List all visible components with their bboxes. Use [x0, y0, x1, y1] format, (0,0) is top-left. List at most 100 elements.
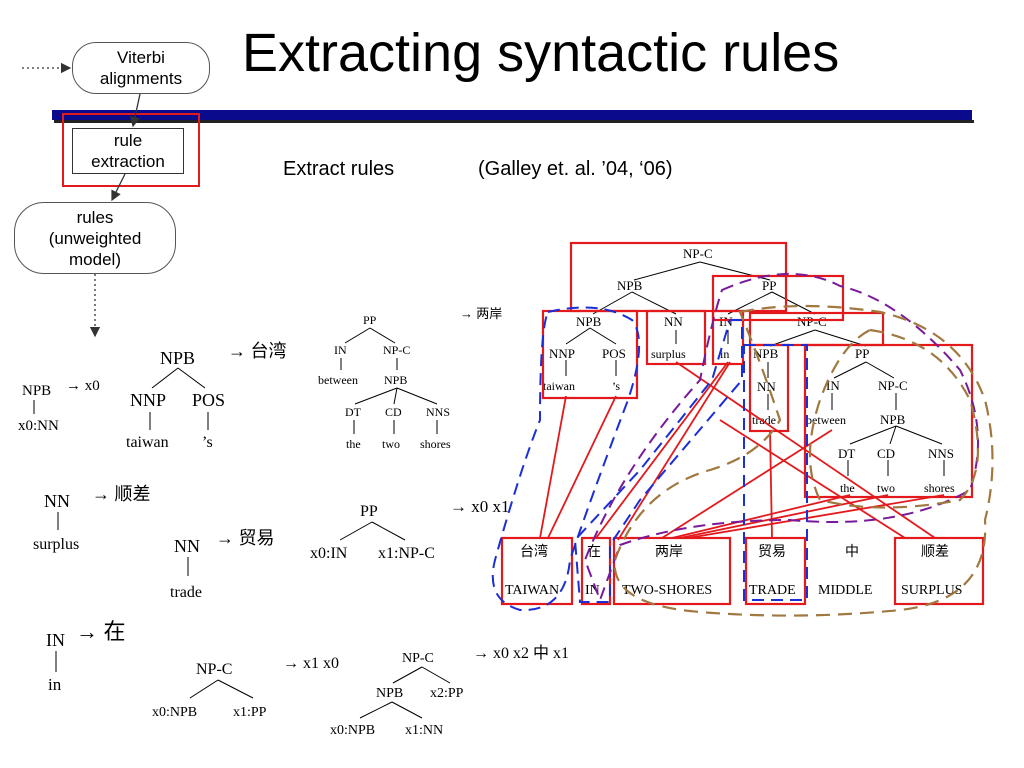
svg-text:NP-C: NP-C [878, 378, 908, 393]
rule-x0-rhs: → x0 [66, 378, 100, 394]
svg-text:trade: trade [752, 413, 776, 427]
svg-text:x1:PP: x1:PP [233, 705, 267, 720]
svg-text:PP: PP [762, 278, 776, 293]
svg-text:顺差: 顺差 [921, 544, 949, 560]
rule-x0nn-label: x0:NN [18, 418, 59, 434]
rule-extraction-label: rule extraction [91, 131, 165, 171]
svg-text:shores: shores [420, 437, 451, 451]
rule-taiwan-rhs: → 台湾 [228, 341, 287, 361]
svg-text:CD: CD [877, 446, 895, 461]
svg-text:两岸: 两岸 [655, 544, 683, 560]
svg-text:TAIWAN: TAIWAN [505, 583, 559, 598]
svg-text:PP: PP [363, 313, 377, 327]
rule-pp-shores: PP IN NP-C between NPB DT CD NNS the two… [318, 306, 502, 451]
svg-text:中: 中 [845, 544, 859, 560]
svg-text:NNS: NNS [928, 446, 954, 461]
svg-text:NP-C: NP-C [402, 651, 434, 666]
svg-text:IN: IN [719, 314, 733, 329]
svg-text:PP: PP [360, 503, 378, 520]
svg-text:surplus: surplus [33, 536, 79, 553]
svg-text:NN: NN [174, 536, 200, 556]
svg-text:x0:IN: x0:IN [310, 545, 348, 562]
svg-text:DT: DT [345, 405, 362, 419]
svg-text:shores: shores [924, 481, 955, 495]
rule-nn-trade: NN trade → 贸易 [170, 528, 275, 601]
svg-text:TWO-SHORES: TWO-SHORES [622, 583, 712, 598]
svg-text:→ 贸易: → 贸易 [216, 528, 275, 548]
parse-tree: NP-C NPB PP NPB NN IN NP-C NNP POS surpl… [543, 246, 955, 495]
svg-text:NNP: NNP [549, 346, 575, 361]
svg-text:CD: CD [385, 405, 402, 419]
svg-text:→ 顺差: → 顺差 [92, 484, 151, 504]
rule-extraction-highlight [62, 113, 200, 187]
svg-text:between: between [318, 373, 358, 387]
rule-s: ’s [202, 434, 213, 451]
rule-npc-x1x0: NP-C x0:NPB x1:PP → x1 x0 [152, 655, 339, 720]
svg-text:’s: ’s [612, 379, 620, 393]
svg-text:x2:PP: x2:PP [430, 686, 464, 701]
rule-npb-x0: NPB x0:NN → x0 [18, 378, 100, 434]
svg-text:贸易: 贸易 [758, 544, 786, 560]
svg-text:NN: NN [757, 379, 776, 394]
svg-text:two: two [877, 481, 895, 495]
svg-text:two: two [382, 437, 400, 451]
rule-npc-zhong: NP-C NPB x2:PP x0:NPB x1:NN → x0 x2 中 x1 [330, 644, 569, 738]
svg-text:NNS: NNS [426, 405, 450, 419]
svg-text:PP: PP [855, 346, 869, 361]
svg-text:surplus: surplus [651, 347, 686, 361]
svg-text:SURPLUS: SURPLUS [901, 583, 962, 598]
svg-text:→ x0 x1: → x0 x1 [450, 497, 510, 516]
svg-text:x1:NP-C: x1:NP-C [378, 545, 435, 562]
svg-text:→ x1 x0: → x1 x0 [283, 655, 339, 672]
svg-text:NN: NN [664, 314, 683, 329]
svg-text:between: between [806, 413, 846, 427]
rule-nnp: NNP [130, 390, 166, 410]
subtitle-extract-rules: Extract rules [283, 158, 395, 180]
svg-text:in: in [48, 675, 62, 694]
svg-text:→ 在: → 在 [76, 619, 126, 644]
svg-text:TRADE: TRADE [749, 583, 796, 598]
svg-text:NPB: NPB [576, 314, 602, 329]
rule-pp-x0x1: PP x0:IN x1:NP-C → x0 x1 [310, 497, 510, 562]
purple-dashed-outline [583, 273, 979, 603]
svg-text:NPB: NPB [617, 278, 643, 293]
page-title: Extracting syntactic rules [242, 23, 840, 83]
blue-dashed-outline [491, 306, 808, 612]
subtitle-citation: (Galley et. al. ’04, ‘06) [478, 158, 673, 180]
svg-text:→ x0 x2 中 x1: → x0 x2 中 x1 [473, 644, 569, 662]
rule-npb-label: NPB [22, 383, 51, 399]
svg-text:NN: NN [44, 491, 70, 511]
rules-node: rules (unweighted model) [14, 202, 176, 274]
rule-extraction-node: rule extraction [72, 128, 184, 174]
svg-text:NP-C: NP-C [383, 343, 410, 357]
svg-text:DT: DT [838, 446, 855, 461]
rules-label: rules (unweighted model) [48, 207, 142, 269]
svg-text:x0:NPB: x0:NPB [152, 705, 197, 720]
rule-nn-surplus: NN surplus → 顺差 [33, 484, 151, 553]
svg-text:trade: trade [170, 584, 202, 601]
rule-npb-taiwan: NPB NNP POS taiwan ’s → 台湾 [126, 341, 287, 451]
title-bar-shadow [54, 120, 974, 123]
rule-npb-root: NPB [160, 348, 195, 368]
svg-text:x1:NN: x1:NN [405, 723, 443, 738]
svg-text:in: in [720, 347, 729, 361]
brown-dashed-outline [613, 304, 994, 617]
rule-taiwan: taiwan [126, 434, 169, 451]
svg-text:MIDDLE: MIDDLE [818, 583, 872, 598]
svg-text:NP-C: NP-C [196, 661, 232, 678]
svg-text:IN: IN [585, 583, 600, 598]
title-bar [52, 110, 972, 120]
viterbi-label: Viterbi alignments [99, 48, 183, 88]
viterbi-alignments-node: Viterbi alignments [72, 42, 210, 94]
svg-text:NPB: NPB [376, 686, 403, 701]
svg-text:IN: IN [46, 630, 65, 650]
svg-text:NPB: NPB [384, 373, 407, 387]
svg-text:→ 两岸: → 两岸 [460, 306, 502, 321]
svg-text:the: the [346, 437, 361, 451]
svg-text:IN: IN [334, 343, 347, 357]
flow-arrows [22, 62, 141, 338]
svg-text:the: the [840, 481, 855, 495]
rule-in-zai: IN in → 在 [46, 619, 126, 694]
svg-text:taiwan: taiwan [543, 379, 575, 393]
